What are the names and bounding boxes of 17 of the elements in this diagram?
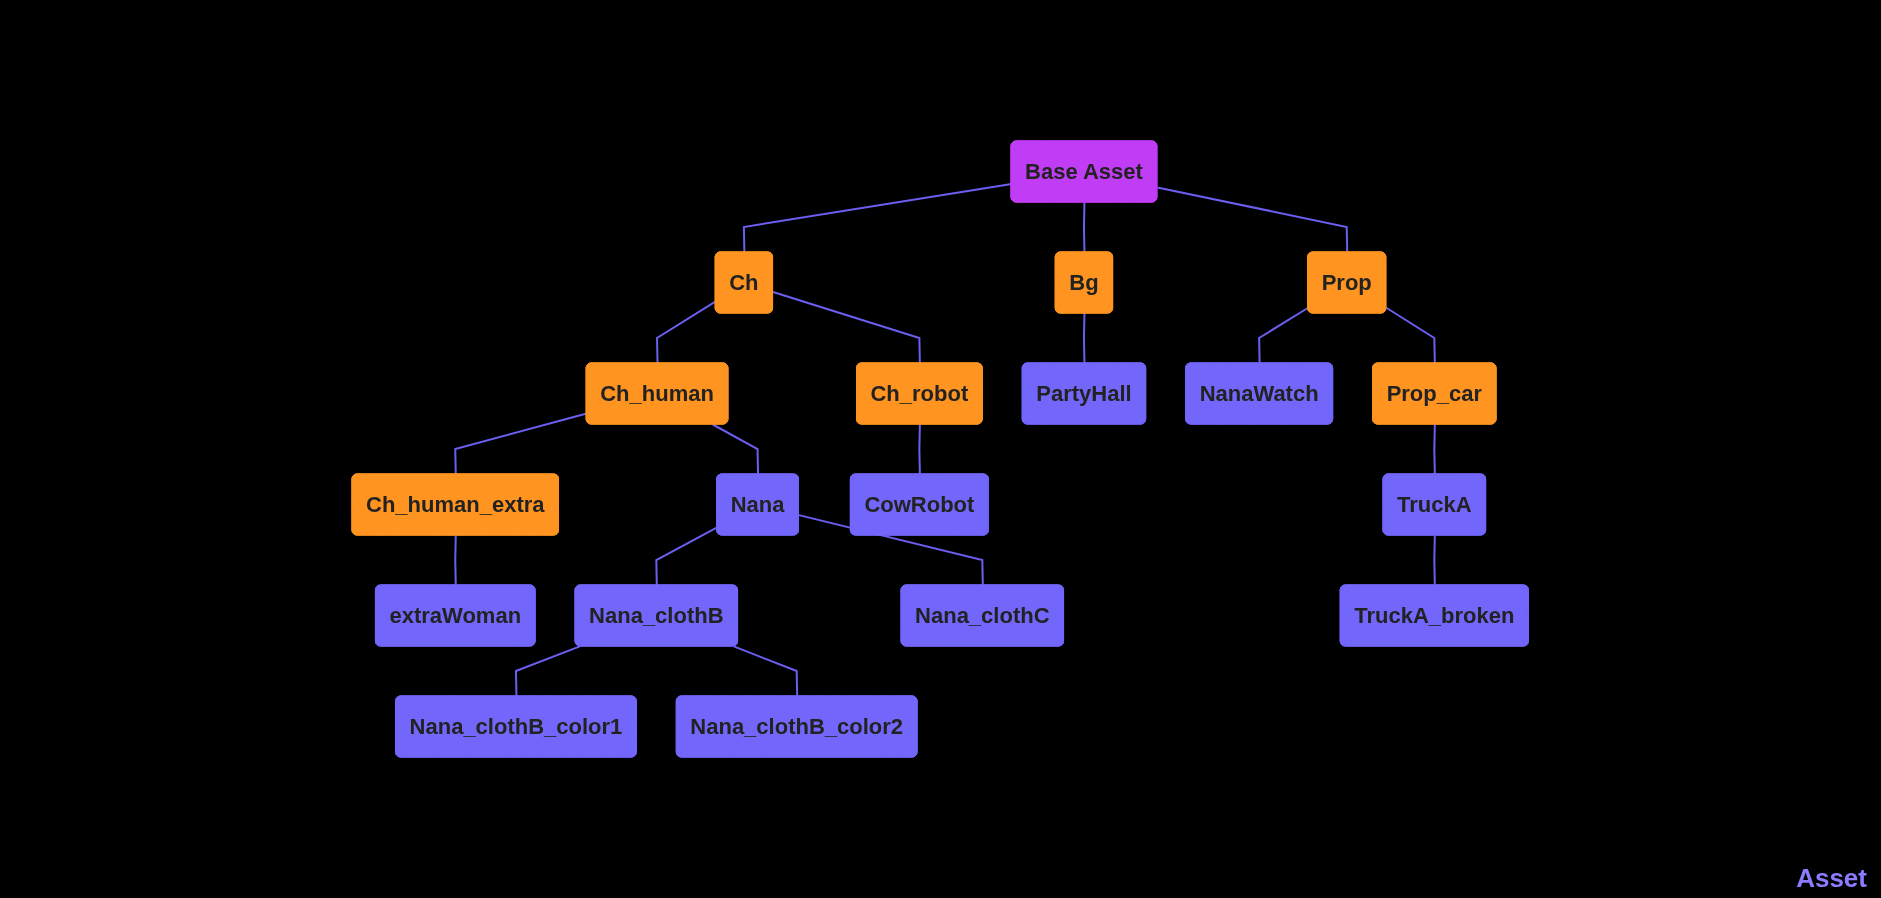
- asset-tier-label: Asset: [1796, 863, 1867, 894]
- connector: [733, 645, 799, 698]
- connector: [655, 526, 719, 587]
- connector: [918, 423, 922, 476]
- connector: [454, 534, 458, 587]
- connector: [1433, 534, 1437, 587]
- connector: [772, 291, 922, 365]
- connector: [1385, 306, 1437, 365]
- connector: [1083, 312, 1086, 365]
- connector: [1433, 423, 1437, 476]
- connector: [515, 645, 582, 698]
- connector: [1258, 306, 1310, 365]
- connector: [743, 182, 1013, 254]
- connector: [1156, 186, 1349, 254]
- connector: [1083, 201, 1086, 254]
- connector: [712, 423, 760, 476]
- connector: [454, 412, 588, 476]
